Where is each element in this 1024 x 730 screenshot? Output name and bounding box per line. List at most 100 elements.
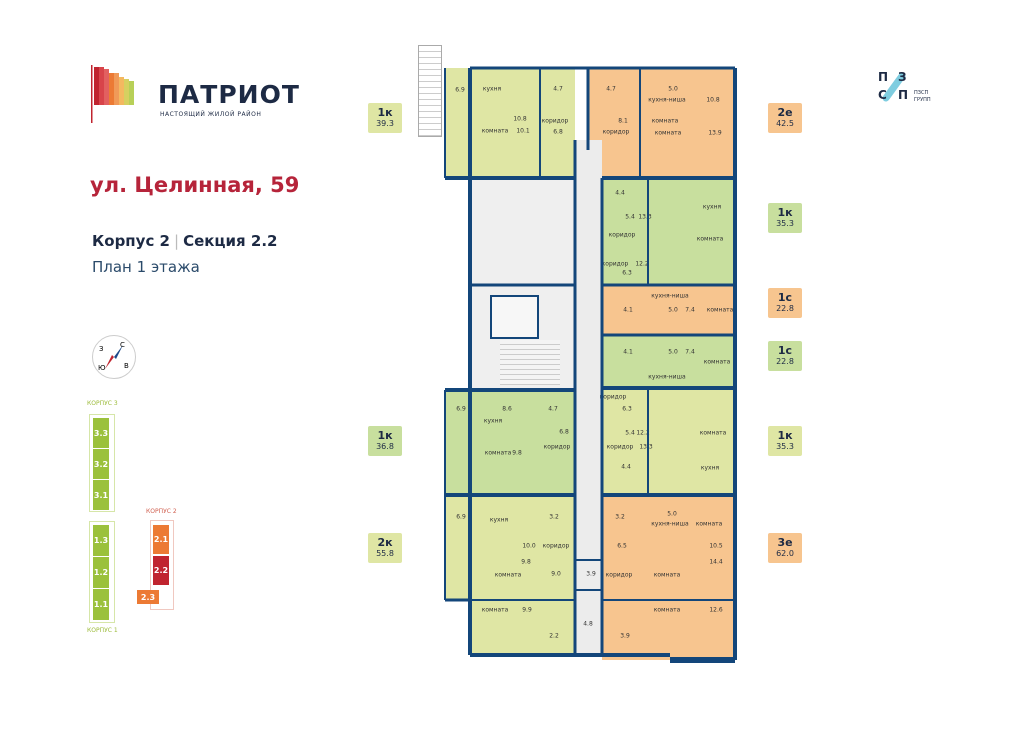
room-label: комната [653, 606, 681, 614]
apartment-type: 1к [377, 429, 393, 442]
apartment-area-value: 62.0 [776, 549, 794, 558]
apartment-type: 1к [777, 206, 793, 219]
room-label: 8.6 [502, 405, 512, 413]
pzsp-logo-icon [882, 72, 906, 102]
room-label: кухня [700, 464, 720, 472]
apartment-area[interactable] [445, 390, 470, 495]
room-label: 4.4 [615, 189, 625, 197]
room-label: комната [484, 449, 512, 457]
room-label: 13.3 [639, 443, 653, 451]
apartment-type: 2к [377, 536, 393, 549]
room-label: 6.8 [559, 428, 569, 436]
apartment-area[interactable] [470, 68, 575, 178]
section-3-1: 3.1 [93, 480, 109, 510]
apartment-type: 2е [777, 106, 793, 119]
apartment-area-value: 55.8 [376, 549, 394, 558]
room-label: кухня [489, 516, 509, 524]
apartment-area[interactable] [602, 495, 735, 660]
apartment-area[interactable] [602, 388, 735, 495]
apartment-area-value: 39.3 [376, 119, 394, 128]
apartment-area[interactable] [470, 390, 575, 495]
section-3-3: 3.3 [93, 418, 109, 448]
room-label: комната [494, 571, 522, 579]
korpus1-outline [89, 521, 115, 623]
room-label: коридор [608, 231, 636, 239]
room-label: 4.7 [553, 85, 563, 93]
compass-south: Ю [98, 364, 106, 372]
room-label: 5.0 [668, 306, 678, 314]
room-label: кухня-ниша [651, 520, 689, 528]
brand-name: ПАТРИОТ [158, 80, 300, 109]
room-label: комната [651, 117, 679, 125]
apartment-type: 1к [377, 106, 393, 119]
compass-north: С [120, 341, 125, 349]
apartment-area[interactable] [602, 178, 735, 285]
section-2-2-current: 2.2 [153, 556, 169, 585]
room-label: коридор [543, 443, 571, 451]
room-label: 3.9 [586, 570, 596, 578]
apartment-area-value: 22.8 [776, 304, 794, 313]
building-label: Корпус 2 [92, 232, 170, 250]
room-label: 6.3 [622, 405, 632, 413]
room-label: 4.7 [548, 405, 558, 413]
room-label: 4.4 [621, 463, 631, 471]
apartment-area[interactable] [602, 335, 735, 388]
room-label: 14.4 [709, 558, 723, 566]
brand-tagline: НАСТОЯЩИЙ ЖИЛОЙ РАЙОН [160, 111, 262, 118]
apartment-area-value: 36.8 [376, 442, 394, 451]
room-label: кухня-ниша [648, 96, 686, 104]
apartment-area-value: 35.3 [776, 219, 794, 228]
room-label: 4.1 [623, 348, 633, 356]
room-label: 4.7 [606, 85, 616, 93]
room-label: 6.9 [456, 513, 466, 521]
apartment-type: 3е [777, 536, 793, 549]
apartment-area[interactable] [445, 68, 470, 178]
apartment-area[interactable] [588, 68, 735, 178]
section-3-2: 3.2 [93, 449, 109, 479]
apartment-area-value: 42.5 [776, 119, 794, 128]
room-label: 13.3 [638, 213, 652, 221]
apartment-area[interactable] [602, 285, 735, 335]
room-label: 12.2 [635, 260, 649, 268]
room-label: 7.4 [685, 348, 695, 356]
room-label: кухня-ниша [648, 373, 686, 381]
room-label: комната [696, 235, 724, 243]
korpus1-label: КОРПУС 1 [87, 627, 118, 634]
pzsp-logo: П З С П ПЗСП ГРУПП [878, 70, 931, 103]
apartment-type: 1к [777, 429, 793, 442]
room-label: 6.8 [553, 128, 563, 136]
korpus2-label: КОРПУС 2 [146, 508, 177, 515]
apartment-area[interactable] [470, 495, 575, 655]
room-label: 10.0 [522, 542, 536, 550]
room-label: комната [703, 358, 731, 366]
room-label: 6.9 [456, 405, 466, 413]
room-label: 6.9 [455, 86, 465, 94]
apartment-area[interactable] [445, 495, 470, 600]
room-label: 9.8 [512, 449, 522, 457]
section-label: Секция 2.2 [183, 232, 278, 250]
room-label: 12.2 [636, 429, 650, 437]
room-label: коридор [601, 260, 629, 268]
room-label: 4.8 [583, 620, 593, 628]
korpus2-outline [150, 520, 174, 610]
room-label: кухня-ниша [651, 292, 689, 300]
section-1-2: 1.2 [93, 557, 109, 588]
room-label: 5.0 [668, 85, 678, 93]
building-section: Корпус 2|Секция 2.2 [92, 232, 278, 250]
room-label: 8.1 [618, 117, 628, 125]
room-label: 5.4 [625, 213, 635, 221]
compass-west: З [99, 345, 104, 353]
korpus3-outline [89, 414, 115, 512]
room-label: 4.1 [623, 306, 633, 314]
